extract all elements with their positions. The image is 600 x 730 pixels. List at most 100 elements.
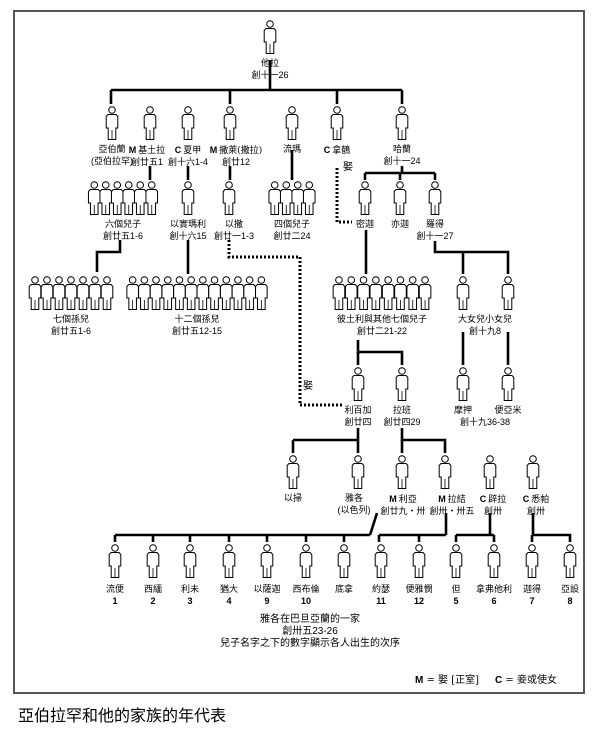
- birth-order: 12: [413, 596, 425, 606]
- birth-order: 10: [300, 596, 312, 606]
- relation-marker: C: [174, 145, 182, 155]
- node-lot: 羅得創十一27: [416, 220, 453, 242]
- scripture-ref: 創十六15: [169, 231, 207, 241]
- birth-order: 9: [264, 596, 270, 606]
- birth-order: 1: [112, 596, 118, 606]
- person-icon: [145, 181, 159, 215]
- legend-c-key: C: [494, 675, 503, 686]
- legend-m-key: M: [415, 675, 424, 686]
- person-icon: [337, 544, 351, 578]
- scripture-ref: 創十一27: [416, 231, 454, 241]
- scripture-ref: 創廿五1-6: [50, 326, 92, 336]
- person-icon: [52, 276, 66, 310]
- note-line: 兒子名字之下的數字顯示各人出生的次序: [220, 638, 400, 649]
- node-esau: 以掃: [284, 494, 302, 505]
- scripture-ref: 創卅・卅五: [429, 506, 475, 516]
- note: 雅各在巴旦亞蘭的一家 創卅五23-26 兒子名字之下的數字顯示各人出生的次序: [220, 614, 400, 650]
- birth-order: 8: [567, 596, 573, 606]
- person-icon: [395, 106, 409, 140]
- birth-order: 7: [529, 596, 535, 606]
- person-icon: [173, 276, 186, 310]
- son-name: 約瑟: [371, 585, 391, 595]
- son-name: 便雅憫: [405, 585, 433, 595]
- person-icon: [255, 276, 268, 310]
- person-icon: [122, 181, 136, 215]
- person-icon: [219, 276, 233, 310]
- node-laban: 拉班創廿四29: [383, 406, 420, 428]
- scripture-ref: 創十九8: [468, 326, 502, 336]
- person-name: 拉班: [392, 406, 412, 416]
- person-name: 基土拉: [138, 146, 166, 156]
- person-icon: [563, 544, 577, 578]
- scripture-ref: 創十一24: [383, 156, 421, 166]
- son-name: 拿弗他利: [475, 585, 513, 595]
- person-icon: [412, 544, 426, 578]
- person-name: 亞伯蘭: [98, 145, 126, 155]
- person-icon: [332, 276, 346, 310]
- relation-marker: C: [323, 145, 331, 155]
- person-name: 便亞米: [494, 406, 522, 416]
- person-name: 撒萊(撒拉): [219, 146, 263, 156]
- birth-order: 6: [491, 596, 497, 606]
- scripture-ref: 創卅: [526, 506, 546, 516]
- scripture-ref: 創十九36-38: [459, 417, 511, 427]
- person-icon: [302, 181, 316, 215]
- scripture-ref: 創廿五12-15: [171, 326, 223, 336]
- person-icon: [133, 181, 147, 215]
- person-icon: [149, 276, 163, 310]
- scripture-ref: 創卅: [483, 506, 503, 516]
- lineage-line: [95, 240, 122, 272]
- scripture-ref: 創十六1-4: [167, 157, 209, 167]
- person-icon: [285, 106, 299, 140]
- note-line: 創卅五23-26: [282, 626, 338, 637]
- scripture-ref: (亞伯拉罕): [91, 156, 133, 166]
- person-name: 拉結: [447, 495, 466, 505]
- person-icon: [105, 106, 119, 140]
- lineage-line: [433, 241, 510, 274]
- person-icon: [357, 276, 370, 310]
- person-icon: [208, 276, 221, 310]
- node-haran: 哈蘭創十一24: [383, 145, 420, 167]
- node-foursons: 四個兒子創廿二24: [273, 220, 310, 242]
- son-name: 猶大: [219, 585, 239, 595]
- person-name: 流瑪: [282, 145, 302, 155]
- legend-c-text: = 妾或使女: [505, 675, 557, 686]
- person-icon: [110, 181, 124, 215]
- scripture-ref: 創廿12: [221, 157, 250, 167]
- person-icon: [525, 544, 539, 578]
- relation-marker: M: [209, 145, 218, 155]
- node-abram: 亞伯蘭(亞伯拉罕): [91, 145, 133, 167]
- scripture-ref: 創廿四29: [383, 417, 421, 427]
- note-line: 雅各在巴旦亞蘭的一家: [260, 614, 360, 625]
- node-terah: 他拉創十一26: [251, 59, 288, 81]
- person-icon: [299, 544, 313, 578]
- relation-marker: M: [438, 494, 446, 504]
- person-icon: [146, 544, 160, 578]
- person-name: 四個兒子: [273, 220, 311, 230]
- node-moab: 摩押: [454, 406, 472, 417]
- person-name: 利亞: [398, 495, 417, 505]
- person-icon: [501, 276, 515, 310]
- person-icon: [351, 455, 365, 489]
- birth-order: 4: [226, 596, 232, 606]
- person-icon: [428, 181, 442, 215]
- node-moabref: 創十九36-38: [460, 417, 510, 428]
- son-name: 底拿: [334, 585, 354, 595]
- node-reumah: 流瑪: [283, 145, 301, 156]
- person-icon: [223, 106, 237, 140]
- birth-order: 2: [150, 596, 156, 606]
- lineage-line: [531, 513, 572, 542]
- person-icon: [330, 106, 344, 140]
- relation-marker: M: [389, 494, 397, 504]
- node-sixsons: 六個兒子創廿五1-6: [103, 220, 143, 242]
